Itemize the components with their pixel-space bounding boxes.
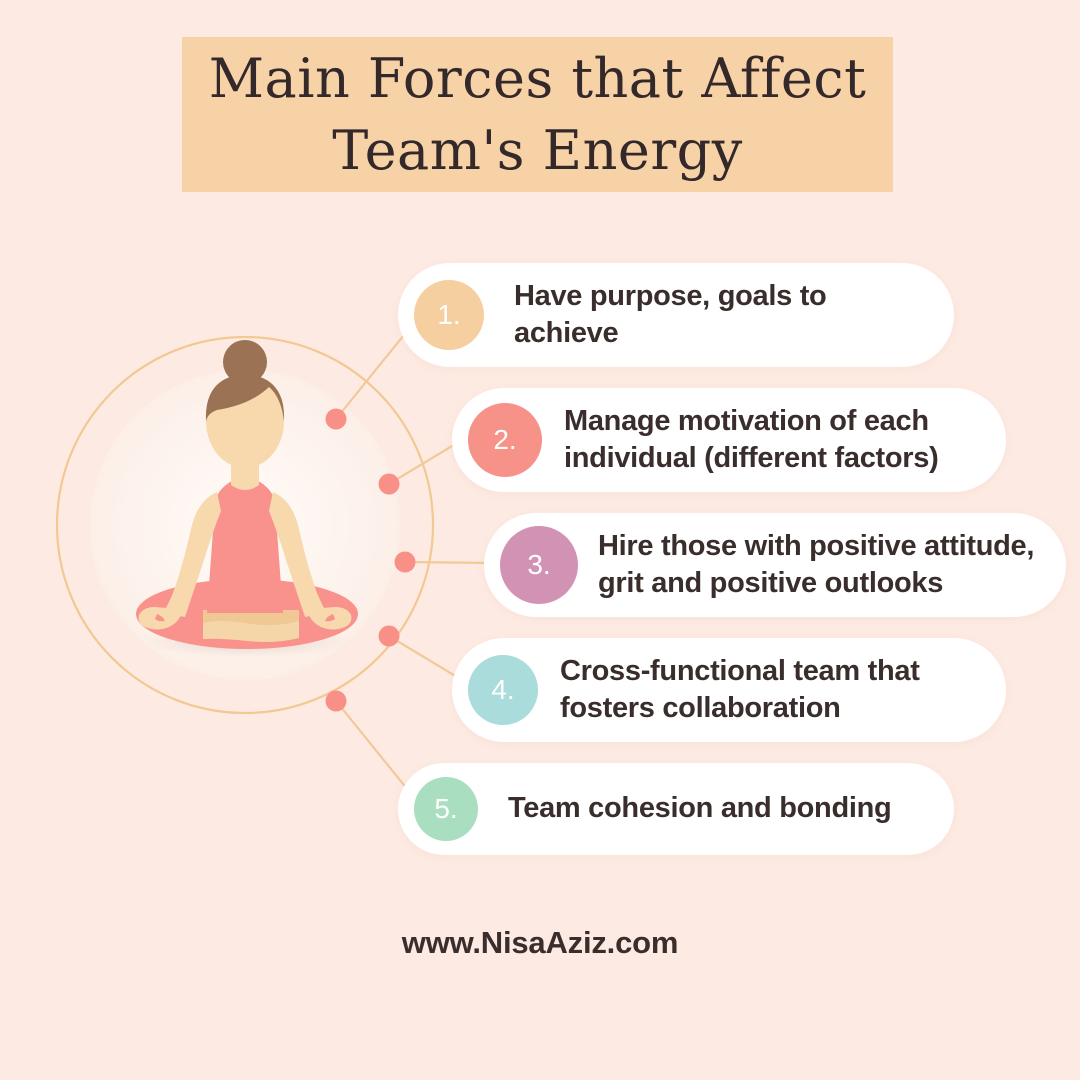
page-title: Main Forces that Affect Team's Energy: [208, 47, 867, 182]
leg-fold-shade: [203, 610, 299, 626]
website-url[interactable]: www.NisaAziz.com: [401, 925, 679, 960]
left-hand: [138, 607, 181, 630]
list-item-3-text: Hire those with positive attitude, grit …: [598, 529, 1035, 599]
list-item-5-badge: 5.: [414, 777, 478, 841]
title-band: Main Forces that Affect Team's Energy: [182, 37, 893, 192]
right-arm: [269, 492, 327, 617]
list-item-4-text: Cross-functional team that fosters colla…: [560, 654, 920, 724]
right-hand: [309, 607, 352, 630]
hair: [205, 374, 285, 421]
list-item-4-badge: 4.: [468, 655, 538, 725]
list-item-5[interactable]: 5. Team cohesion and bonding: [398, 763, 954, 855]
list-item-3[interactable]: 3. Hire those with positive attitude, gr…: [484, 513, 1066, 617]
list-item-4[interactable]: 4. Cross-functional team that fosters co…: [452, 638, 1006, 742]
list-item-2-badge: 2.: [468, 403, 542, 477]
torso-top: [207, 475, 283, 613]
list-item-3-badge: 3.: [500, 526, 578, 604]
list-item-1-badge: 1.: [414, 280, 484, 350]
meditating-woman-illustration: [45, 325, 445, 725]
outer-ring: [55, 335, 435, 715]
list-item-1-text: Have purpose, goals to achieve: [514, 279, 827, 349]
left-arm: [163, 492, 221, 617]
list-item-2[interactable]: 2. Manage motivation of each individual …: [452, 388, 1006, 492]
list-item-2-text: Manage motivation of each individual (di…: [564, 404, 939, 474]
list-item-1[interactable]: 1. Have purpose, goals to achieve: [398, 263, 954, 367]
list-item-5-text: Team cohesion and bonding: [508, 792, 892, 825]
hair-bun: [223, 340, 267, 384]
